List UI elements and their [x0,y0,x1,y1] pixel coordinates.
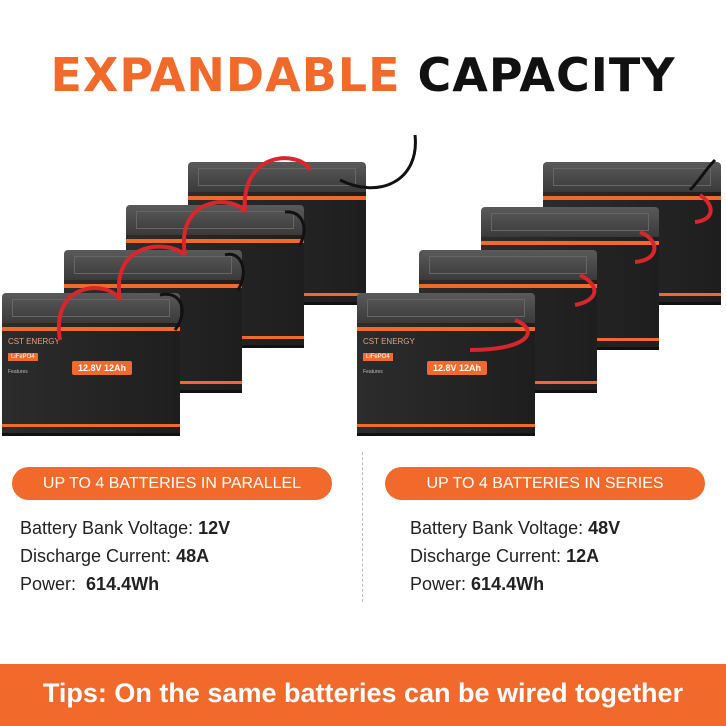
red-wire [634,230,657,264]
page-title: EXPANDABLE CAPACITY [50,48,676,102]
power-label: Power: [410,574,467,594]
power-value: 614.4Wh [86,574,160,594]
voltage-label: Battery Bank Voltage: [20,518,194,538]
current-value: 12A [566,546,600,566]
power-label: Power: [20,574,77,594]
divider [362,452,363,602]
brand-logo: CST ENERGY [8,337,60,346]
battery-front: CST ENERGY LiFePO4 Features 12.8V 12Ah [357,293,535,436]
tips-banner: Tips: On the same batteries can be wired… [0,664,726,726]
current-label: Discharge Current: [410,546,562,566]
voltage-value: 48V [588,518,621,538]
red-wire [469,318,530,352]
red-wire [694,193,713,224]
series-badge: UP TO 4 BATTERIES IN SERIES [385,467,705,500]
spec-label: 12.8V 12Ah [427,361,488,375]
black-wire [159,292,184,331]
red-wire [181,200,247,256]
voltage-label: Battery Bank Voltage: [410,518,584,538]
chemistry-badge: LiFePO4 [363,353,393,361]
red-wire [242,156,312,213]
black-wire [339,134,417,190]
red-wire [116,244,187,301]
spec-label: 12.8V 12Ah [72,361,133,375]
voltage-value: 12V [198,518,231,538]
red-wire [56,286,122,341]
brand-logo: CST ENERGY [363,337,415,346]
features-label: Features [363,369,383,375]
wires [56,134,717,352]
current-label: Discharge Current: [20,546,172,566]
battery-front: CST ENERGY LiFePO4 Features 12.8V 12Ah [2,293,180,436]
red-wire [574,273,597,307]
series-specs: Battery Bank Voltage: 48V Discharge Curr… [410,514,620,598]
parallel-specs: Battery Bank Voltage: 12V Discharge Curr… [20,514,230,598]
parallel-badge: UP TO 4 BATTERIES IN PARALLEL [12,467,332,500]
power-value: 614.4Wh [471,574,545,594]
chemistry-badge: LiFePO4 [8,353,38,361]
features-label: Features [8,369,28,375]
current-value: 48A [176,546,210,566]
